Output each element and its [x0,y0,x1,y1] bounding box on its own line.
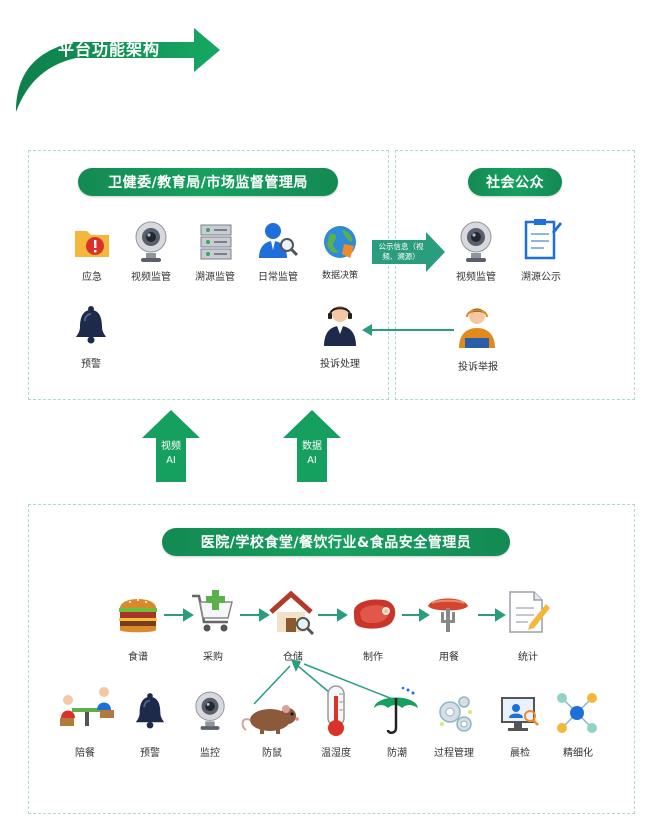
gov-item-label: 视频监管 [131,272,171,283]
monitor-check-icon [501,697,539,731]
public-item-label: 视频监管 [456,272,496,283]
flow-label: 用餐 [439,652,459,663]
meat-icon [353,599,396,629]
camera-icon [135,221,167,262]
disclosure-arrow-label: 公示信息（视频、溯源） [378,242,424,261]
clipboard-icon [524,219,562,260]
public-panel-title: 社会公众 [468,168,562,196]
gov-item-label: 数据决策 [321,271,358,281]
dining-table-icon [60,687,114,726]
tool-label: 温湿度 [321,748,351,759]
umbrella-icon [374,686,418,734]
video-ai-line2: AI [166,455,176,466]
gov-item-label: 溯源监管 [195,272,235,283]
camera-icon [460,221,492,262]
public-item-label: 溯源公示 [521,272,561,283]
tool-label: 晨检 [510,748,530,759]
reporter-icon [459,308,495,348]
gov-item-label: 日常监管 [258,272,298,283]
tool-label: 防鼠 [262,748,282,759]
tool-label: 陪餐 [75,748,95,759]
gov-panel [28,150,389,400]
warehouse-icon [269,590,315,636]
gov-item-label: 应急 [82,272,102,283]
network-nodes-icon [557,693,597,733]
public-report-label: 投诉举报 [458,362,498,373]
gov-alert-label: 预警 [81,359,101,370]
camera-icon [195,691,225,730]
burger-icon [119,599,157,633]
rat-icon [241,705,299,734]
flow-label: 制作 [363,652,383,663]
report-edit-icon [509,591,550,633]
flow-label: 采购 [203,652,223,663]
bell-icon [135,693,165,729]
bottom-panel [28,504,635,814]
flow-arrows [164,608,506,622]
inspector-icon [259,223,299,258]
bottom-panel-title: 医院/学校食堂/餐饮行业&食品安全管理员 [162,528,510,556]
bell-icon [76,306,106,344]
folder-alert-icon [75,231,109,257]
public-panel [395,150,635,400]
customer-service-icon [324,306,356,346]
tool-label: 过程管理 [434,748,474,759]
video-ai-line1: 视频 [161,441,181,452]
disclosure-arrow [372,232,445,272]
thermometer-icon [327,685,345,736]
tool-label: 防潮 [387,748,407,759]
data-ai-line1: 数据 [302,441,322,452]
flow-label: 仓储 [283,652,303,663]
video-ai-arrow: 视频 AI [142,410,200,482]
gov-panel-title: 卫健委/教育局/市场监督管理局 [78,168,338,196]
gov-complaint-label: 投诉处理 [320,359,360,370]
server-icon [200,224,232,260]
data-ai-arrow: 数据 AI [283,410,341,482]
flow-label: 食谱 [128,652,148,663]
tool-label: 精细化 [563,748,593,759]
feedback-arrow [362,324,454,336]
tool-label: 预警 [140,748,160,759]
tool-label: 监控 [200,748,220,759]
header-banner [16,28,220,112]
gears-icon [439,696,472,732]
cart-icon [192,590,233,632]
sausage-fork-icon [428,598,468,632]
page-title: 平台功能架构 [58,40,161,59]
flow-label: 统计 [518,652,538,663]
data-ai-line2: AI [307,455,317,466]
globe-icon [324,226,356,258]
